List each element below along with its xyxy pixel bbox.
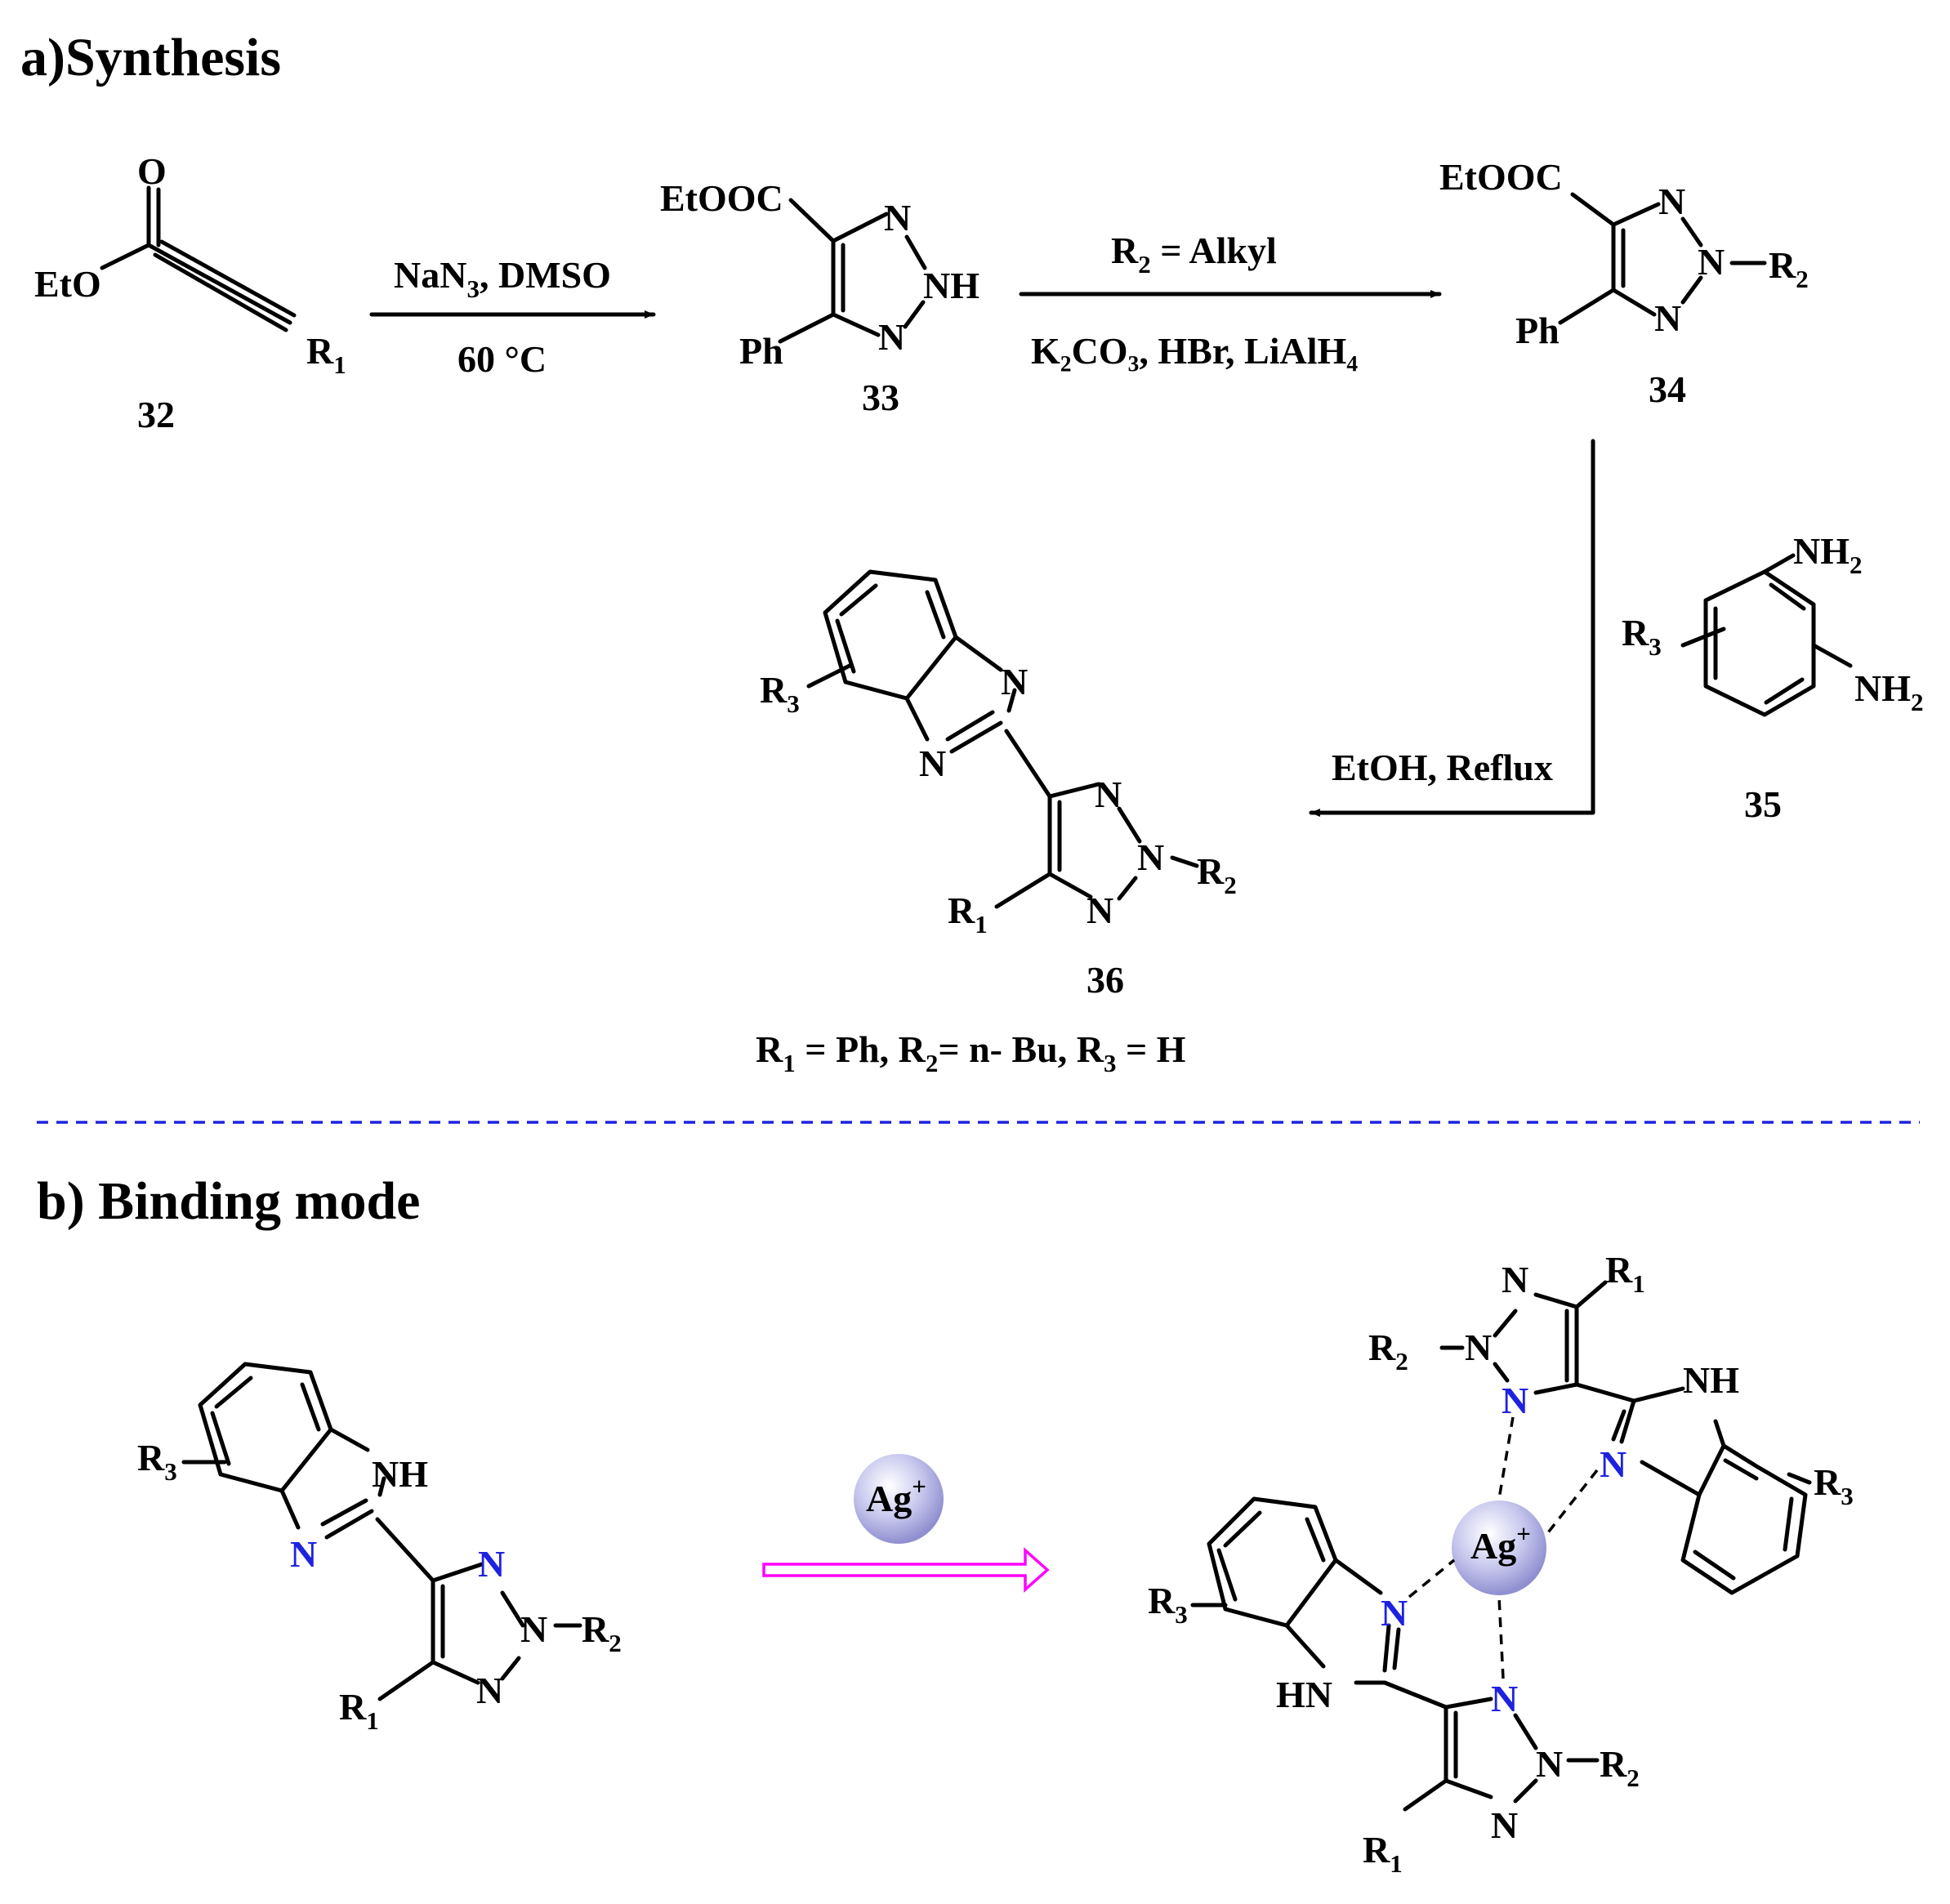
- svg-text:EtOOC: EtOOC: [660, 177, 783, 219]
- svg-text:N: N: [1137, 836, 1164, 878]
- svg-text:N: N: [1381, 1592, 1408, 1634]
- compound-34-label: 34: [1649, 368, 1686, 410]
- reaction-arrow-3: EtOH, Reflux: [1309, 439, 1595, 817]
- svg-text:O: O: [137, 150, 167, 192]
- compound-32: O EtO R1 32: [34, 150, 346, 435]
- svg-text:NH: NH: [923, 265, 979, 306]
- svg-text:NH: NH: [1683, 1359, 1739, 1401]
- svg-text:R1: R1: [1363, 1829, 1403, 1878]
- svg-text:HN: HN: [1276, 1674, 1332, 1715]
- compound-33: EtOOC N NH N Ph 33: [660, 177, 979, 418]
- substituent-definitions: R1 = Ph, R2= n- Bu, R3 = H: [756, 1028, 1186, 1077]
- svg-text:R2: R2: [1197, 850, 1237, 899]
- svg-text:N: N: [1600, 1443, 1626, 1485]
- svg-text:R2: R2: [1769, 244, 1809, 293]
- svg-text:N: N: [476, 1670, 503, 1711]
- svg-text:N: N: [1001, 661, 1028, 702]
- svg-text:EtOOC: EtOOC: [1439, 156, 1563, 198]
- svg-text:NH: NH: [372, 1453, 428, 1495]
- step1-temperature: 60 °C: [457, 338, 547, 380]
- synthesis-title: a)Synthesis: [20, 28, 281, 87]
- svg-text:R2: R2: [1368, 1327, 1408, 1376]
- svg-text:NH2: NH2: [1854, 667, 1924, 716]
- svg-text:N: N: [1698, 241, 1725, 283]
- svg-text:Ph: Ph: [739, 330, 783, 372]
- reaction-arrow-2: R2 = Alkyl K₂CO₃, HBr, LiAlH₄: [1019, 230, 1442, 372]
- svg-text:R1: R1: [948, 890, 988, 939]
- silver-ion-addition: Ag+: [762, 1454, 1050, 1593]
- svg-text:R3: R3: [1148, 1580, 1188, 1629]
- svg-text:R3: R3: [1814, 1461, 1854, 1510]
- binding-mode-title: b) Binding mode: [37, 1171, 420, 1231]
- svg-text:N: N: [290, 1533, 317, 1575]
- compound-35: NH2 NH2 R3 35: [1622, 530, 1924, 825]
- svg-text:N: N: [1491, 1804, 1518, 1846]
- compound-34: EtOOC N N R2 N Ph 34: [1439, 156, 1809, 410]
- reaction-arrow-1: NaN3, DMSO 60 °C: [369, 254, 656, 380]
- step2-reagent: R2 = Alkyl: [1111, 230, 1277, 279]
- svg-text:N: N: [1658, 181, 1685, 222]
- svg-text:N: N: [1654, 297, 1681, 339]
- step2-conditions: K₂CO₃, HBr, LiAlH₄: [1031, 330, 1358, 372]
- step1-reagents: NaN3, DMSO: [394, 254, 611, 303]
- ligand-structure: NH N N N R2 N R1 R3: [137, 1362, 622, 1735]
- silver-ion-sphere: [854, 1454, 944, 1544]
- svg-text:N: N: [1087, 890, 1113, 931]
- compound-35-label: 35: [1744, 783, 1782, 825]
- svg-text:R3: R3: [760, 669, 800, 718]
- silver-complex: Ag+ N R1 R2 N N NH N R3: [1148, 1249, 1854, 1878]
- svg-text:N: N: [884, 197, 911, 239]
- svg-text:N: N: [1502, 1259, 1528, 1300]
- binding-arrow: [762, 1547, 1050, 1593]
- svg-text:R1: R1: [1605, 1249, 1645, 1298]
- svg-text:Ag+: Ag+: [1470, 1519, 1531, 1567]
- svg-text:N: N: [1095, 774, 1122, 815]
- svg-text:N: N: [1491, 1678, 1518, 1719]
- svg-text:N: N: [919, 742, 946, 784]
- compound-36: N N N N R2 N R1 R3 36: [760, 569, 1237, 1001]
- svg-text:N: N: [1465, 1327, 1492, 1368]
- compound-33-label: 33: [862, 377, 899, 418]
- svg-text:R3: R3: [1622, 612, 1662, 661]
- svg-text:Ph: Ph: [1515, 310, 1560, 351]
- svg-text:N: N: [1536, 1743, 1563, 1785]
- svg-text:Ag+: Ag+: [866, 1472, 926, 1519]
- silver-center: [1452, 1500, 1546, 1595]
- svg-text:R1: R1: [339, 1686, 379, 1735]
- svg-text:R2: R2: [582, 1608, 622, 1657]
- svg-text:N: N: [478, 1543, 505, 1585]
- svg-text:N: N: [520, 1608, 547, 1650]
- svg-text:EtO: EtO: [34, 263, 101, 305]
- svg-text:N: N: [1502, 1380, 1528, 1421]
- svg-text:R3: R3: [137, 1437, 177, 1486]
- svg-text:R1: R1: [306, 330, 346, 379]
- svg-text:N: N: [878, 316, 905, 358]
- compound-32-label: 32: [137, 394, 175, 435]
- step3-conditions: EtOH, Reflux: [1332, 747, 1553, 788]
- compound-36-label: 36: [1087, 959, 1124, 1001]
- svg-text:R2: R2: [1600, 1743, 1640, 1792]
- svg-text:NH2: NH2: [1793, 530, 1863, 579]
